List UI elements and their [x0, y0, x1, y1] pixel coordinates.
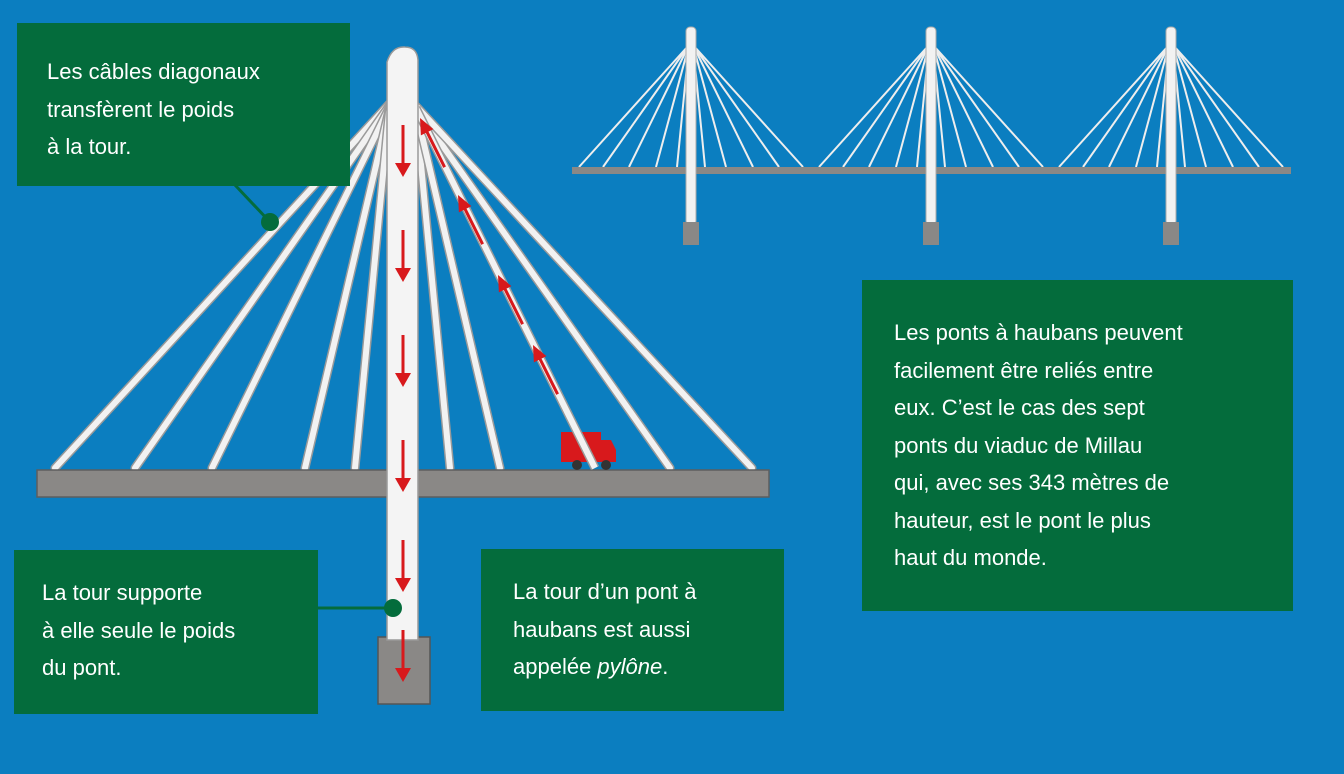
small-cable [602, 44, 690, 168]
small-cable [895, 44, 930, 168]
small-cable [628, 44, 690, 168]
text: appelée [513, 654, 598, 679]
callout-dot [261, 213, 279, 231]
small-cable [932, 44, 1020, 168]
down-arrow-head [395, 478, 411, 492]
callout-tower-support: La tour supporte à elle seule le poids d… [14, 550, 318, 714]
cable [413, 109, 453, 471]
small-cable [692, 44, 727, 168]
small-cable [692, 44, 754, 168]
callout-line: facilement être reliés entre [894, 357, 1154, 383]
callout-line: eux. C’est le cas des sept [894, 395, 1145, 420]
force-arrows [395, 118, 559, 682]
callout-line: à elle seule le poids [42, 617, 236, 643]
cable [302, 107, 392, 471]
down-arrow-head [395, 373, 411, 387]
small-cable [1108, 44, 1170, 168]
down-arrow-head [395, 268, 411, 282]
up-arrow [537, 355, 559, 395]
small-cable [692, 44, 804, 168]
callout-line: appelée pylône. [513, 648, 784, 686]
small-cable [1058, 44, 1170, 168]
small-cable [1172, 44, 1260, 168]
small-cable [842, 44, 930, 168]
up-arrow-head [458, 195, 472, 213]
small-cable [1172, 44, 1207, 168]
callout-line: qui, avec ses 343 mètres de [894, 470, 1170, 495]
callout-cables: Les câbles diagonaux transfèrent le poid… [17, 23, 350, 186]
small-cable [932, 44, 967, 168]
callout-line: haubans est aussi [513, 616, 691, 642]
up-arrow-head [420, 118, 434, 136]
callout-line: haut du monde. [894, 545, 1047, 570]
small-cable [932, 44, 994, 168]
callout-line: transfèrent le poids [47, 96, 235, 122]
callout-line: La tour d’un pont à [513, 579, 697, 604]
main-bridge-cables [50, 99, 757, 473]
cable [413, 105, 673, 471]
cable [413, 103, 755, 471]
up-arrow-head [533, 345, 547, 363]
down-arrow-head [395, 668, 411, 682]
down-arrow-head [395, 578, 411, 592]
small-cable [578, 44, 690, 168]
small-cable [1172, 44, 1234, 168]
small-tower [1165, 26, 1177, 226]
text: . [662, 654, 669, 679]
small-tower [925, 26, 937, 226]
up-arrow [462, 205, 484, 245]
callout-millau: Les ponts à haubans peuvent facilement ê… [862, 280, 1293, 611]
cable [352, 109, 392, 471]
pylon-term: pylône [597, 654, 663, 679]
callout-line: Les câbles diagonaux [47, 59, 260, 84]
callout-line: Les ponts à haubans peuvent [894, 320, 1183, 345]
small-cable [1135, 44, 1170, 168]
small-cable [818, 44, 930, 168]
callout-dot [384, 599, 402, 617]
up-arrow-head [498, 275, 512, 293]
callout-line: ponts du viaduc de Millau [894, 432, 1143, 458]
small-tower-base [923, 222, 939, 245]
cable [413, 107, 503, 471]
small-tower-base [1163, 222, 1179, 245]
up-arrow [502, 285, 524, 325]
callout-line: hauteur, est le pont le plus [894, 507, 1151, 533]
small-cable [1082, 44, 1170, 168]
small-cable [692, 44, 780, 168]
callout-line: du pont. [42, 655, 122, 680]
linked-bridges-illustration [572, 26, 1291, 245]
callout-pylon: La tour d’un pont à haubans est aussi ap… [481, 549, 784, 711]
cable [209, 105, 392, 471]
callout-line: La tour supporte [42, 580, 203, 605]
small-tower-base [683, 222, 699, 245]
down-arrow-head [395, 163, 411, 177]
small-cable [1172, 44, 1284, 168]
small-cable [868, 44, 930, 168]
up-arrow [424, 128, 446, 168]
callout-line: à la tour. [47, 134, 132, 159]
small-tower [685, 26, 697, 226]
small-cable [932, 44, 1044, 168]
small-cable [655, 44, 690, 168]
